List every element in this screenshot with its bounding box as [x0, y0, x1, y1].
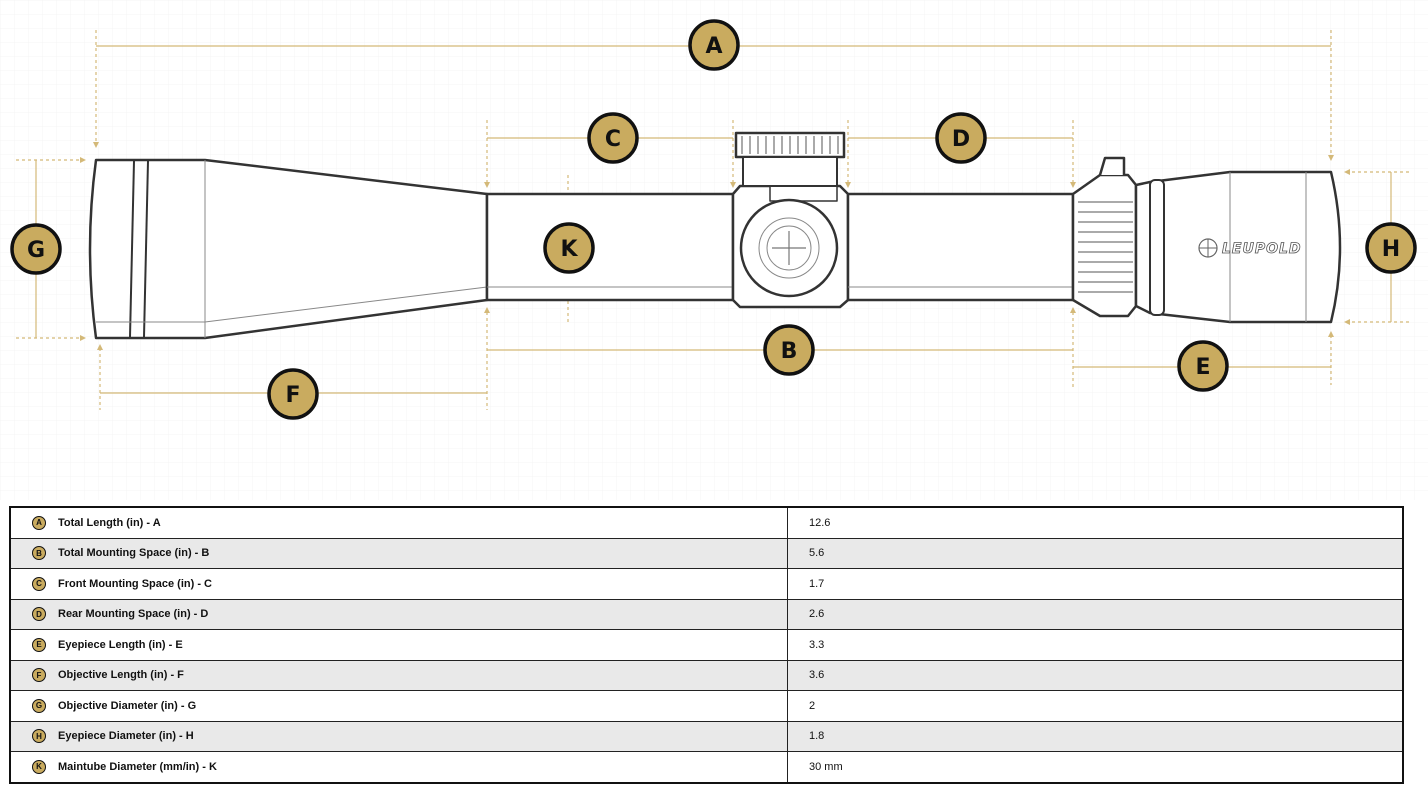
spec-label: Maintube Diameter (mm/in) - K — [58, 760, 217, 773]
badge-b-label: B — [781, 339, 798, 364]
spec-label-cell: B Total Mounting Space (in) - B — [10, 537, 788, 569]
table-row: H Eyepiece Diameter (in) - H 1.8 — [10, 720, 1403, 752]
spec-label-cell: A Total Length (in) - A — [10, 507, 788, 538]
spec-label: Front Mounting Space (in) - C — [58, 577, 212, 590]
spec-value: 30 mm — [787, 751, 1403, 783]
row-badge: E — [32, 637, 46, 652]
row-badge: C — [32, 576, 46, 591]
spec-value: 2 — [787, 690, 1403, 721]
spec-label: Eyepiece Diameter (in) - H — [58, 730, 194, 743]
badge-c-label: C — [605, 127, 621, 152]
brand-logo: LEUPOLD — [1198, 238, 1302, 258]
table-row: B Total Mounting Space (in) - B 5.6 — [10, 537, 1403, 569]
badge-h: H — [1365, 222, 1417, 274]
badge-f: F — [267, 368, 319, 420]
badge-c: C — [587, 112, 639, 164]
spec-value: 3.6 — [787, 659, 1403, 691]
knurling — [741, 136, 1133, 293]
table-row: F Objective Length (in) - F 3.6 — [10, 659, 1403, 691]
spec-value: 5.6 — [787, 537, 1403, 569]
spec-label: Total Mounting Space (in) - B — [58, 547, 210, 560]
spec-label-cell: K Maintube Diameter (mm/in) - K — [10, 751, 788, 783]
badge-d: D — [935, 112, 987, 164]
spec-label: Objective Length (in) - F — [58, 669, 184, 682]
row-badge: F — [32, 668, 46, 683]
specs-table: A Total Length (in) - A 12.6 B Total Mount… — [9, 506, 1404, 784]
spec-label-cell: F Objective Length (in) - F — [10, 659, 788, 691]
scope-dimension-diagram: LEUPOLD A B C D E F G H K — [0, 0, 1428, 500]
row-badge: D — [32, 607, 46, 622]
table-row: G Objective Diameter (in) - G 2 — [10, 690, 1403, 721]
spec-label-cell: E Eyepiece Length (in) - E — [10, 629, 788, 660]
table-row: E Eyepiece Length (in) - E 3.3 — [10, 629, 1403, 660]
badge-a-label: A — [705, 34, 722, 59]
spec-label: Objective Diameter (in) - G — [58, 699, 197, 712]
spec-label: Total Length (in) - A — [58, 516, 161, 529]
badge-g-label: G — [27, 238, 45, 263]
badge-d-label: D — [952, 127, 970, 152]
badge-h-label: H — [1382, 237, 1400, 262]
spec-label-cell: H Eyepiece Diameter (in) - H — [10, 720, 788, 752]
badge-k-label: K — [560, 237, 578, 262]
badge-f-label: F — [285, 383, 300, 408]
row-badge: H — [32, 729, 46, 744]
spec-value: 2.6 — [787, 598, 1403, 630]
spec-label-cell: G Objective Diameter (in) - G — [10, 690, 788, 721]
row-badge: K — [32, 759, 46, 774]
table-row: C Front Mounting Space (in) - C 1.7 — [10, 568, 1403, 599]
row-badge: B — [32, 546, 46, 561]
riflescope-drawing — [88, 131, 1342, 340]
spec-label-cell: C Front Mounting Space (in) - C — [10, 568, 788, 599]
row-badge: G — [32, 698, 46, 713]
spec-label-cell: D Rear Mounting Space (in) - D — [10, 598, 788, 630]
spec-value: 1.8 — [787, 720, 1403, 752]
table-row: D Rear Mounting Space (in) - D 2.6 — [10, 598, 1403, 630]
table-row: K Maintube Diameter (mm/in) - K 30 mm — [10, 751, 1403, 783]
badge-a: A — [688, 19, 740, 71]
spec-value: 12.6 — [809, 516, 831, 529]
badge-b: B — [763, 324, 815, 376]
badge-e-label: E — [1195, 355, 1210, 380]
spec-value: 3.3 — [787, 629, 1403, 660]
table-row: A Total Length (in) - A 12.6 — [10, 507, 1403, 538]
row-badge: A — [32, 515, 46, 530]
badge-g: G — [10, 223, 62, 275]
spec-label: Eyepiece Length (in) - E — [58, 638, 183, 651]
badge-k: K — [543, 222, 595, 274]
reticle-logo-icon — [772, 231, 806, 265]
badge-e: E — [1177, 340, 1229, 392]
spec-label: Rear Mounting Space (in) - D — [58, 608, 209, 621]
brand-wordmark: LEUPOLD — [1222, 241, 1302, 257]
spec-value: 1.7 — [787, 568, 1403, 599]
